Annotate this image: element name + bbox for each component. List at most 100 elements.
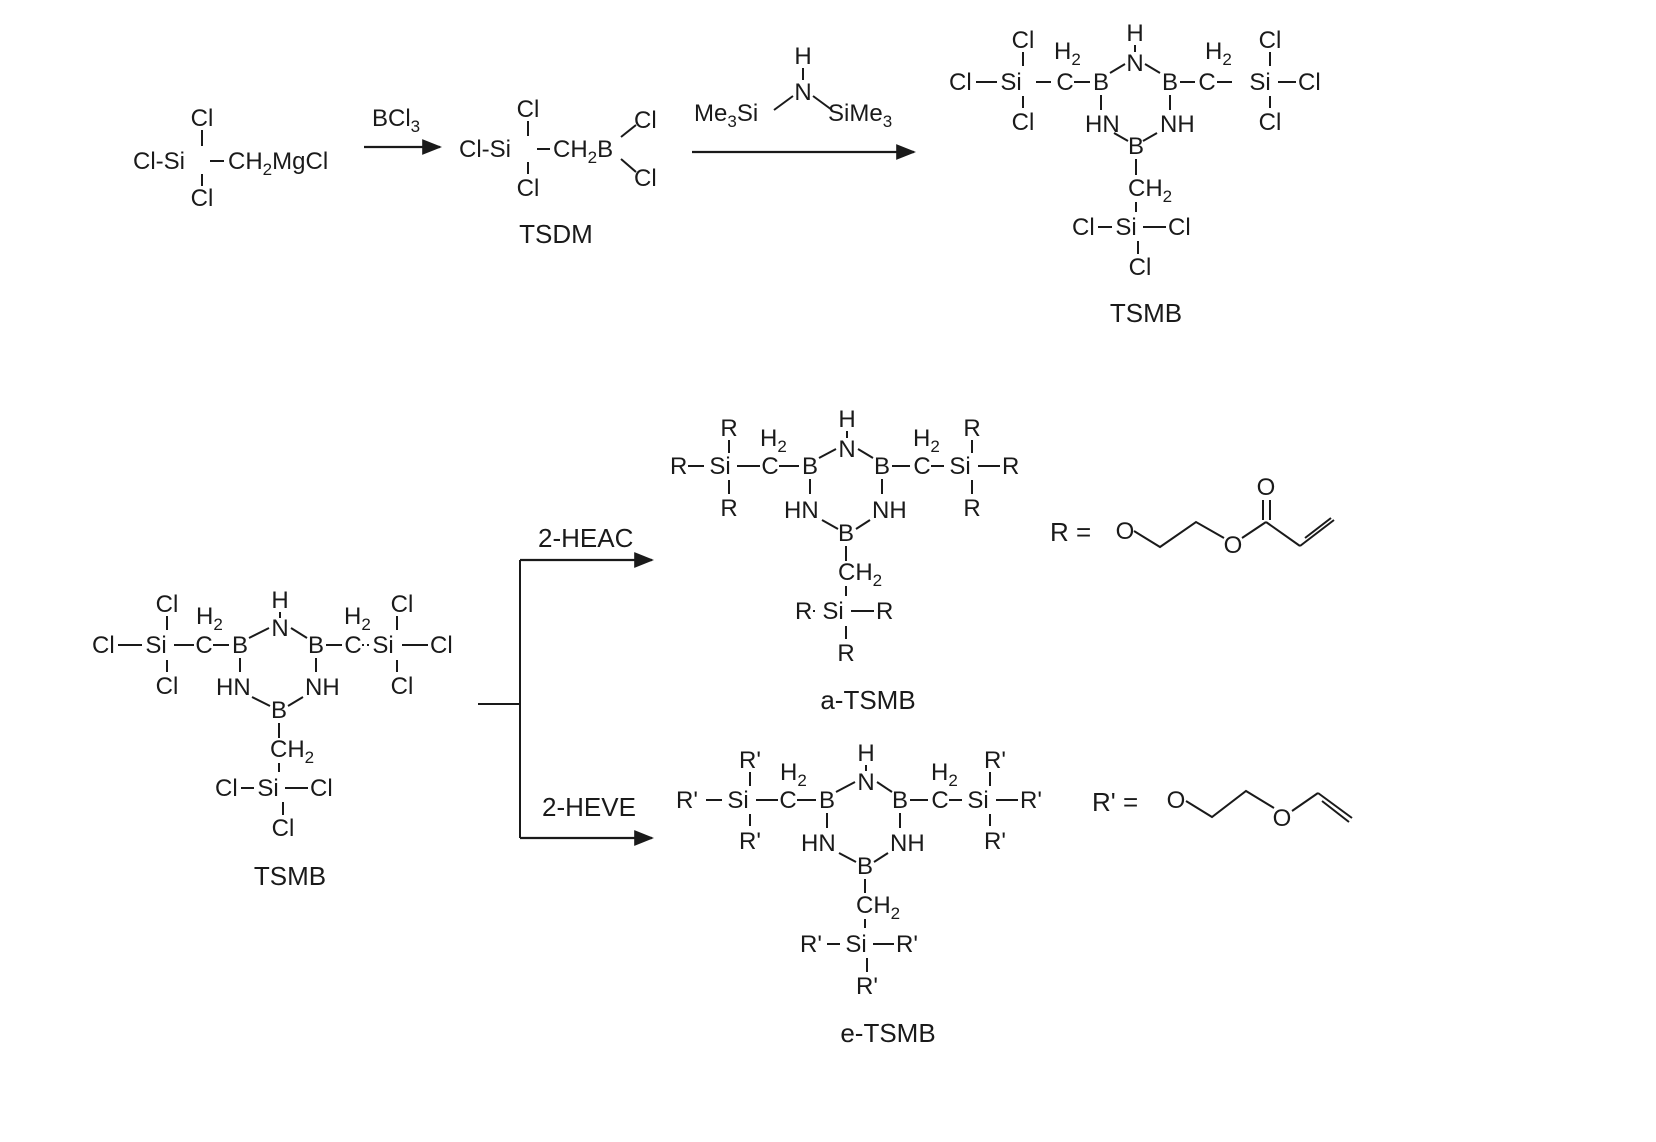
atom-label: R' [984,828,1006,855]
compound-label-tsmb-reactant: TSMB [254,861,326,891]
atom-label: Cl [1298,69,1321,96]
atom-label: H [271,587,288,614]
atom-label: N [857,769,874,796]
atom-label: H2 [931,759,958,790]
atom-label: N [1126,50,1143,77]
atom-label: Cl [272,815,295,842]
atom-label: Cl [634,165,657,192]
reagent-label-2-heve: 2-HEVE [542,792,636,822]
atom-label: H [857,740,874,767]
atom-label: R' [984,747,1006,774]
atom-label: Cl [1259,27,1282,54]
atom-label: Cl [949,69,972,96]
atom-label: C [195,632,212,659]
atom-label: O [1167,787,1186,814]
grignard-reagent: Cl Cl-Si CH2MgCl Cl [133,105,328,212]
r-prime-substituent-vinyl-ether: R' = O O [1092,787,1353,832]
atom-label: C [913,453,930,480]
atom-label: Cl [430,632,453,659]
atom-label: Si [372,632,393,659]
atom-label: R [837,640,854,667]
atom-label: R [670,453,687,480]
atom-label: R [720,415,737,442]
atom-label: O [1224,532,1243,559]
atom-label: Si [845,931,866,958]
atom-label: Cl [1012,109,1035,136]
atom-label: Cl [191,105,214,132]
atom-label: R' [676,787,698,814]
atom-label: Si [822,598,843,625]
atom-label: B [874,453,890,480]
e-tsmb-molecule: R' R' Si R' H2 C B H N B HN NH B H2 C Si… [676,740,1042,1048]
reagent-label: BCl3 [372,105,420,136]
atom-label: CH2 [270,736,314,767]
atom-label: R [963,415,980,442]
atom-label: B [1128,133,1144,160]
atom-label: H [794,43,811,70]
atom-label: Cl-Si [133,148,185,175]
atom-label: Si [949,453,970,480]
atom-label: Si [727,787,748,814]
atom-label: C [344,632,361,659]
atom-label: Cl [634,107,657,134]
tsmb-reactant: Cl Cl Si Cl H2 C B H N B HN NH B H2 C Si… [92,587,453,891]
atom-label: H2 [344,603,371,634]
atom-label: C [761,453,778,480]
atom-label: Si [967,787,988,814]
atom-label: Me3Si [694,100,758,131]
atom-label: Cl [1072,214,1095,241]
atom-label: R' [739,747,761,774]
atom-label: C [931,787,948,814]
atom-label: NH [872,497,907,524]
atom-label: B [819,787,835,814]
atom-label: B [1093,69,1109,96]
r-definition-label: R = [1050,517,1091,547]
atom-label: Si [1115,214,1136,241]
atom-label: SiMe3 [828,100,892,131]
atom-label: C [779,787,796,814]
atom-label: N [794,79,811,106]
atom-label: H2 [196,603,223,634]
atom-label: R [1002,453,1019,480]
atom-label: R' [1020,787,1042,814]
atom-label: NH [1160,111,1195,138]
atom-label: Cl [156,673,179,700]
atom-label: R [963,495,980,522]
atom-label: B [271,697,287,724]
atom-label: Cl [215,775,238,802]
atom-label: B [232,632,248,659]
atom-label: O [1273,805,1292,832]
compound-label-tsmb: TSMB [1110,298,1182,328]
atom-label: B [892,787,908,814]
atom-label: R' [896,931,918,958]
compound-label-a-tsmb: a-TSMB [820,685,915,715]
atom-label: Si [1249,69,1270,96]
atom-label: Cl [92,632,115,659]
atom-label: H [1126,20,1143,47]
atom-label: B [838,520,854,547]
atom-label: CH2 [856,892,900,923]
atom-label: H [838,406,855,433]
atom-label: Si [709,453,730,480]
atom-label: N [271,615,288,642]
atom-label: R' [739,828,761,855]
r-prime-definition-label: R' = [1092,787,1138,817]
tsmb-molecule: Cl Cl Si Cl H2 C B H N B HN NH B H2 C Si… [949,20,1321,328]
reaction-arrow-1: BCl3 [364,105,442,155]
atom-label: Cl [1259,109,1282,136]
atom-label: Si [145,632,166,659]
reagent-label-2-heac: 2-HEAC [538,523,633,553]
atom-label: NH [890,830,925,857]
atom-label: R' [800,931,822,958]
atom-label: B [857,853,873,880]
tsdm-molecule: Cl Cl-Si CH2B Cl Cl Cl TSDM [459,96,657,249]
atom-label: Si [257,775,278,802]
atom-label: O [1257,474,1276,501]
atom-label: Si [1000,69,1021,96]
atom-label: Cl [517,175,540,202]
atom-label: N [838,436,855,463]
atom-label: H2 [1205,38,1232,69]
atom-label: Cl [1129,254,1152,281]
atom-label: H2 [913,425,940,456]
atom-label: B [1162,69,1178,96]
